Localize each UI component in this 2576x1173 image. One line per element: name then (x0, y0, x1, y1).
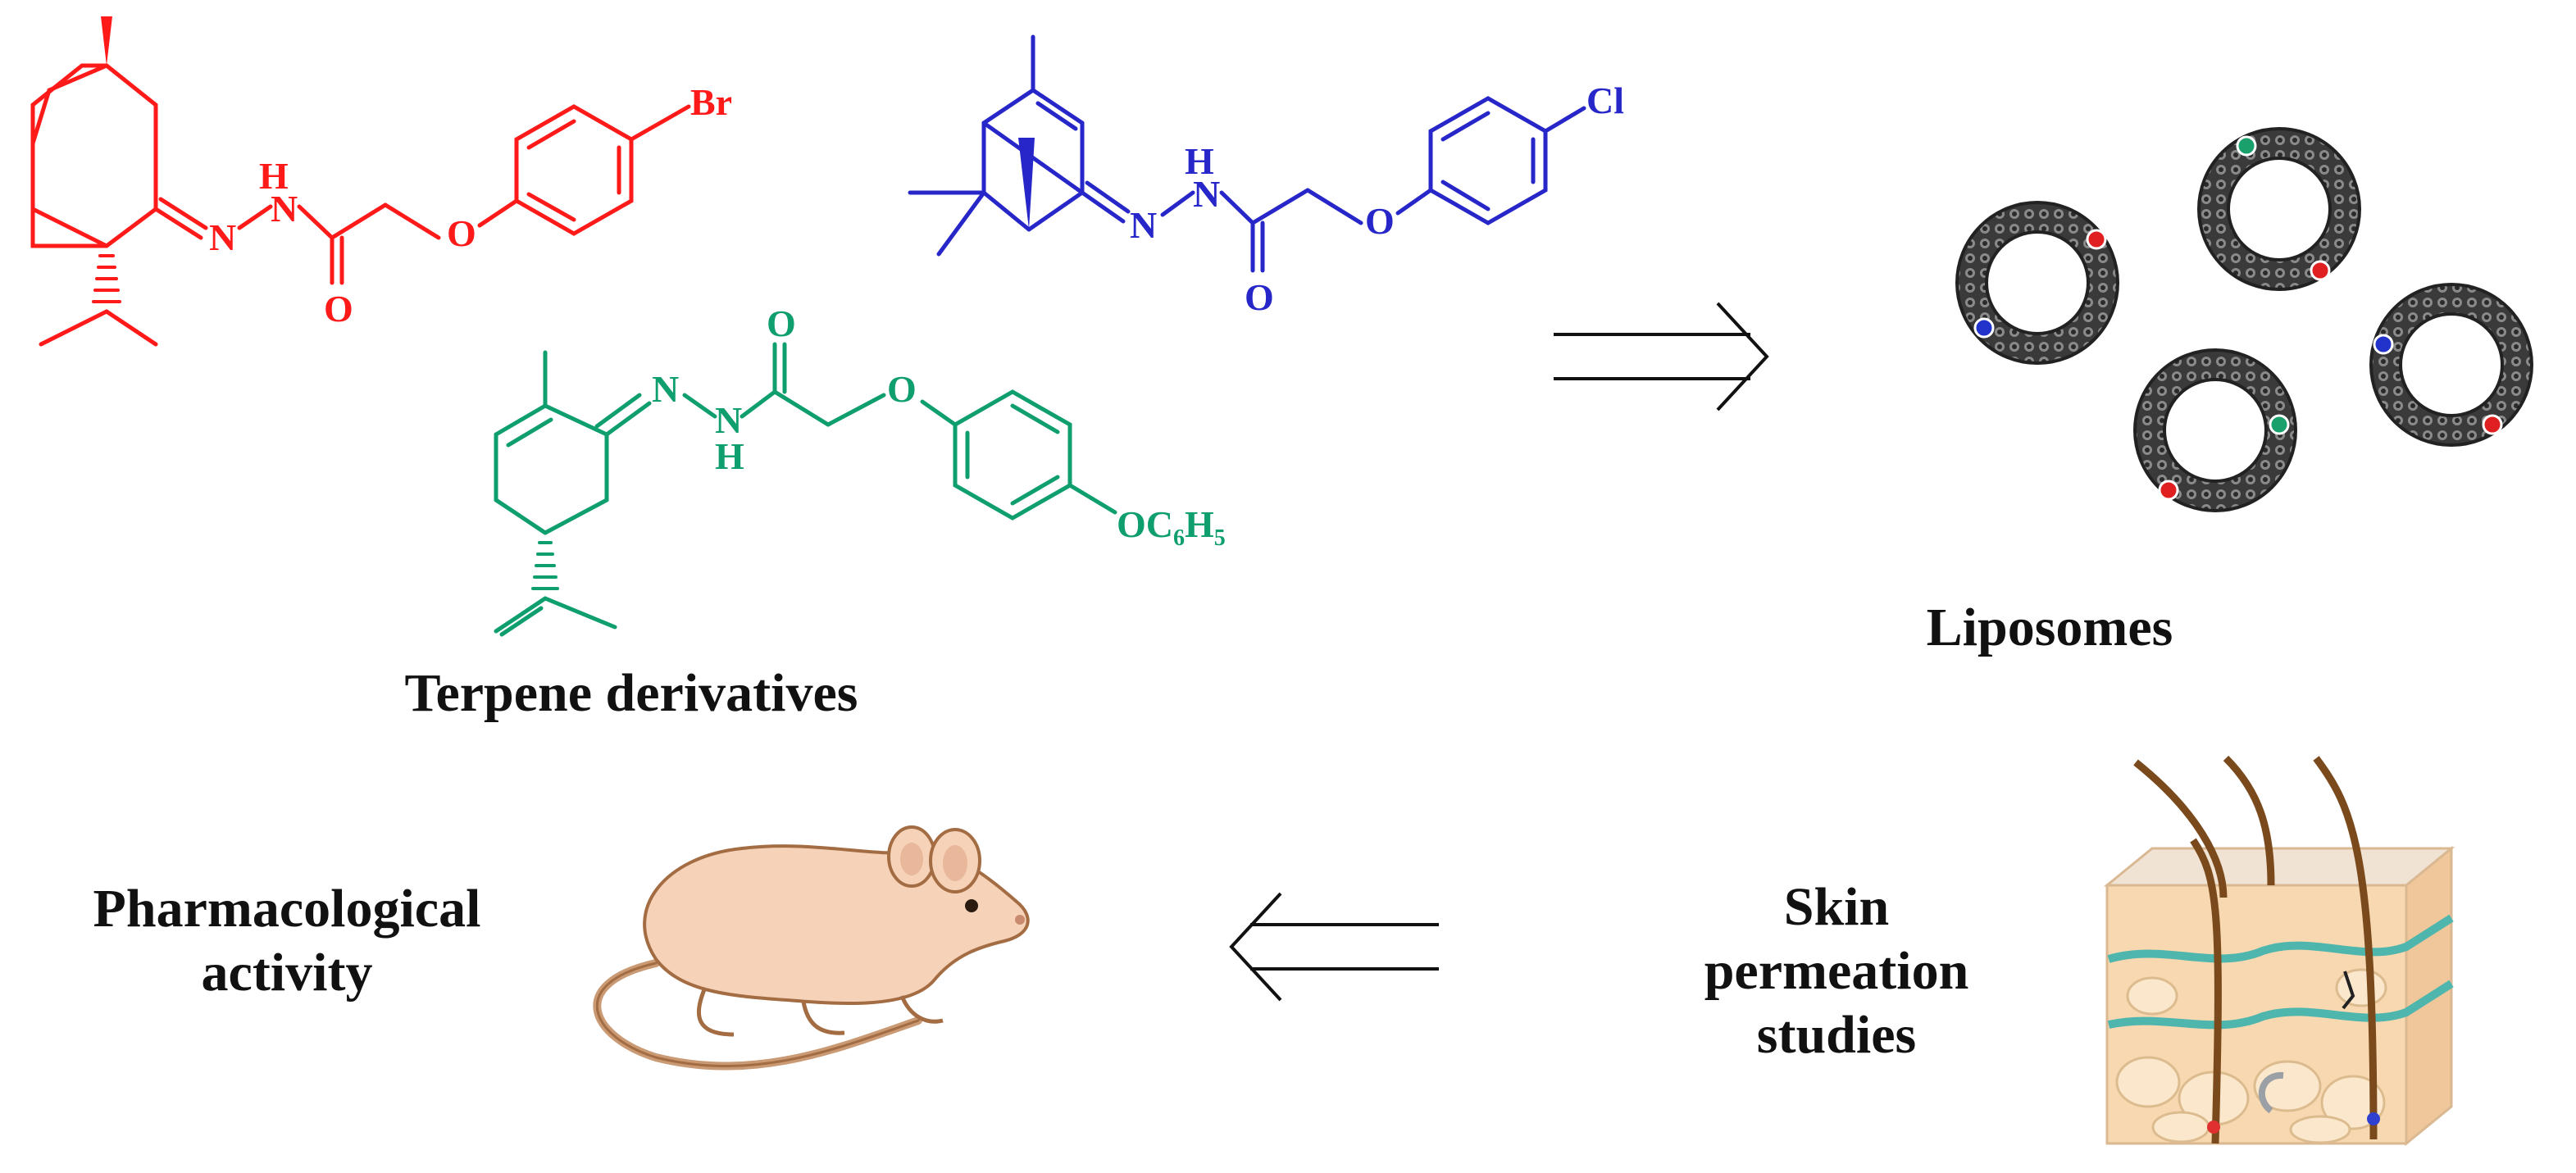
green-ether-o: O (887, 368, 917, 410)
blue-chlorine: Cl (1586, 80, 1624, 121)
skin-label-line-1: Skin (1783, 877, 1890, 937)
mouse-icon (593, 825, 1030, 1071)
terpene-derivatives-label: Terpene derivatives (404, 663, 858, 723)
pharmacological-label-line-2: activity (201, 943, 373, 1003)
green-n2: N (715, 399, 742, 441)
liposome-icon (2133, 348, 2297, 512)
blue-carbonyl-o: O (1245, 276, 1274, 318)
green-phenoxy-substituent: OC6H5 (1117, 503, 1226, 551)
skin-cross-section-icon (2103, 755, 2455, 1147)
right-double-arrow-icon (1554, 302, 1769, 411)
green-carbonyl-o: O (767, 302, 796, 344)
blue-n1: N (1130, 204, 1157, 246)
pharmacological-activity-label: Pharmacological activity (57, 877, 517, 1005)
skin-label-line-2: permeation (1704, 941, 1969, 1001)
red-n1: N (209, 216, 236, 258)
green-molecule (494, 342, 1117, 637)
liposome-icon (2197, 127, 2361, 291)
blue-molecule-atoms: H N N O O Cl (1130, 80, 1624, 318)
liposomes-label: Liposomes (1926, 598, 2173, 657)
liposome-cluster (1955, 127, 2533, 512)
green-molecule-atoms: N N H O O OC6H5 (652, 302, 1226, 551)
blue-nh-h: H (1185, 140, 1214, 182)
blue-molecule (908, 34, 1586, 273)
pharmacological-label-line-1: Pharmacological (93, 879, 481, 939)
red-nh-h: H (259, 155, 289, 197)
red-carbonyl-o: O (324, 288, 353, 330)
red-bromine: Br (690, 81, 732, 123)
blue-ether-o: O (1365, 200, 1395, 242)
skin-permeation-studies-label: Skin permeation studies (1664, 875, 2009, 1067)
skin-label-line-3: studies (1756, 1005, 1917, 1065)
blue-n2: N (1193, 173, 1220, 215)
red-ether-o: O (447, 212, 476, 254)
liposome-icon (2369, 283, 2533, 447)
left-double-arrow-icon (1229, 892, 1439, 1002)
red-molecule (30, 16, 691, 347)
green-nh-h: H (715, 435, 744, 477)
red-n2: N (271, 188, 298, 230)
liposome-icon (1955, 201, 2119, 365)
red-molecule-atoms: H N N O O Br (209, 81, 732, 330)
green-n1: N (652, 368, 679, 410)
